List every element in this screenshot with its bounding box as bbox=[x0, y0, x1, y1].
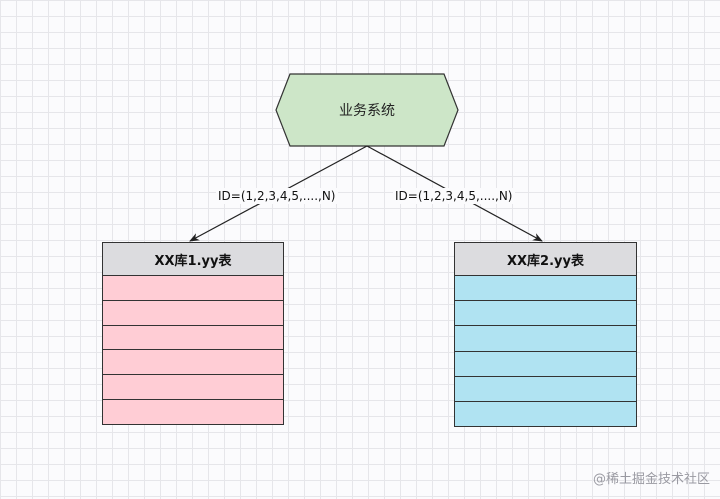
table-row bbox=[103, 350, 283, 376]
table-left[interactable]: XX库1.yy表 bbox=[102, 242, 284, 425]
edge-left-label: ID=(1,2,3,4,5,....,N) bbox=[216, 188, 338, 204]
table-right-title: XX库2.yy表 bbox=[455, 243, 636, 276]
table-left-title: XX库1.yy表 bbox=[103, 243, 283, 276]
table-row bbox=[103, 300, 283, 326]
table-row bbox=[455, 301, 636, 327]
table-left-body bbox=[103, 276, 283, 424]
business-system-label: 业务系统 bbox=[339, 103, 395, 119]
watermark: @稀土掘金技术社区 bbox=[592, 472, 710, 487]
business-system-node[interactable] bbox=[275, 73, 459, 147]
table-row bbox=[103, 375, 283, 401]
table-row bbox=[455, 401, 636, 427]
table-right[interactable]: XX库2.yy表 bbox=[454, 242, 637, 427]
table-row bbox=[455, 376, 636, 402]
table-row bbox=[455, 351, 636, 377]
table-row bbox=[455, 276, 636, 302]
table-row bbox=[103, 325, 283, 351]
table-row bbox=[103, 400, 283, 424]
table-row bbox=[103, 276, 283, 301]
table-right-body bbox=[455, 276, 636, 427]
edge-right-label: ID=(1,2,3,4,5,....,N) bbox=[393, 188, 515, 204]
table-row bbox=[455, 326, 636, 352]
